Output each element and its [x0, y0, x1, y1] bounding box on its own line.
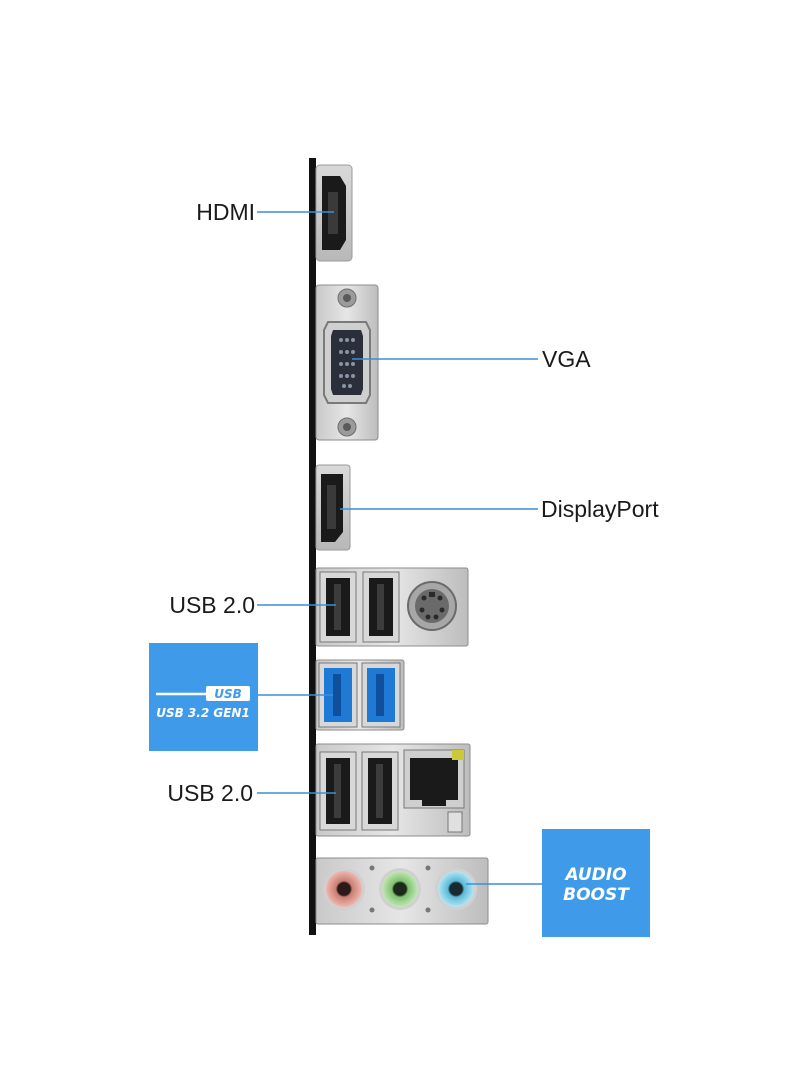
usb2-top-label: USB 2.0 [169, 592, 255, 618]
panel-edge-bar [309, 158, 316, 935]
audio-jacks [315, 857, 489, 925]
vga-label: VGA [542, 346, 591, 372]
audio-boost-badge: AUDIO BOOST [542, 829, 650, 937]
usb-logo-text: USB [214, 687, 242, 701]
audio-boost-line1: AUDIO [563, 865, 626, 885]
displayport-port [315, 464, 351, 551]
hdmi-label: HDMI [196, 199, 255, 225]
hdmi-port [315, 164, 353, 262]
usb2-bottom-label: USB 2.0 [167, 780, 253, 806]
vga-port [315, 284, 379, 441]
audio-boost-line2: BOOST [563, 885, 630, 905]
usb-3-2-gen1-badge: USB USB 3.2 GEN1 [149, 643, 258, 751]
usb2-ps2-block [315, 567, 469, 647]
displayport-label: DisplayPort [541, 496, 659, 522]
usb-spec-text: USB 3.2 GEN1 [156, 706, 250, 720]
usb2-lan-block [315, 743, 471, 837]
